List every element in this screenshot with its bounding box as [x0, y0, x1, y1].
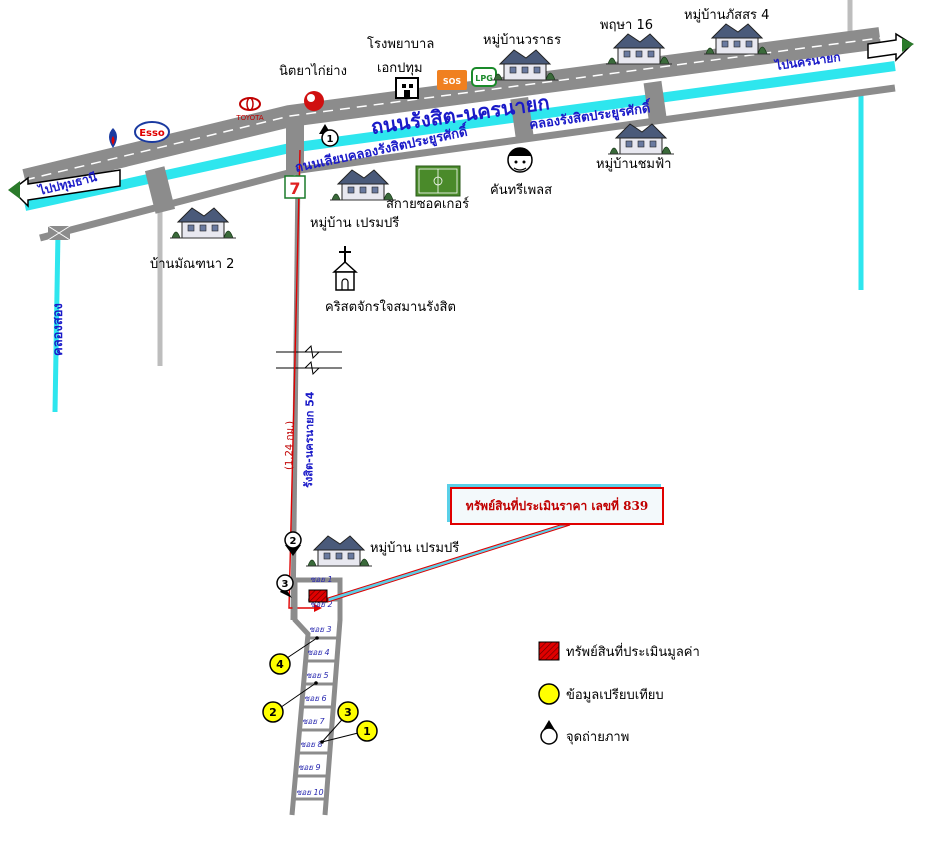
comparable-3: 3	[337, 701, 359, 723]
soi-label: ซอย 7	[302, 717, 325, 726]
soi-label: ซอย 6	[304, 694, 327, 703]
soccer-label: สกายซอคเกอร์	[386, 196, 469, 212]
soi-label: ซอย 5	[306, 671, 329, 680]
legend-property-icon	[538, 641, 560, 661]
house-prempree-top-icon	[329, 169, 397, 201]
legend-photo-icon	[540, 720, 558, 745]
soi-label: ซอย 4	[307, 648, 330, 657]
property-callout: ทรัพย์สินที่ประเมินราคา เลขที่ 839	[450, 487, 664, 525]
svg-text:4: 4	[276, 658, 284, 671]
bridge-1	[144, 166, 176, 214]
pruksa16-label: พฤษา 16	[600, 18, 653, 33]
distance-label: (1.24 กม.)	[284, 421, 296, 470]
comparable-2: 2	[262, 701, 284, 723]
svg-text:2: 2	[269, 706, 277, 719]
photo-point-2: 2	[284, 531, 302, 556]
soccer-field-icon	[415, 165, 461, 197]
prempree-bottom-label: หมู่บ้าน เปรมปรี	[370, 540, 459, 556]
svg-text:7: 7	[289, 179, 300, 198]
soi-label: ซอย 9	[298, 763, 321, 772]
soi-label: ซอย 8	[300, 740, 323, 749]
comparable-4: 4	[269, 653, 291, 675]
soi-label: ซอย 2	[310, 600, 333, 609]
bridge-2	[510, 96, 534, 140]
route-line	[288, 149, 318, 609]
soi-54-label: รังสิต-นครนายก 54	[302, 391, 317, 488]
arrow-to-pathum	[8, 169, 121, 208]
svg-text:1: 1	[327, 134, 334, 145]
warathorn-label: หมู่บ้านวราธร	[483, 33, 561, 48]
comparable-1: 1	[356, 720, 378, 742]
toyota-logo-icon: TOYOTA	[235, 97, 264, 122]
soi-label: ซอย 10	[296, 788, 324, 797]
sos-logo-icon: SOS	[437, 70, 467, 90]
svg-text:SOS: SOS	[443, 77, 462, 86]
svg-text:3: 3	[282, 579, 289, 590]
esso-logo-icon: Esso	[134, 121, 170, 143]
manthana-label: บ้านมัณฑนา 2	[150, 257, 234, 272]
svg-text:TOYOTA: TOYOTA	[235, 114, 264, 122]
house-warathorn-icon	[491, 49, 559, 81]
house-manthana-icon	[169, 207, 237, 239]
country-place-logo-icon	[507, 147, 533, 173]
house-pruksa16-icon	[605, 33, 673, 65]
soi-label: ซอย 1	[310, 575, 333, 584]
passorn4-label: หมู่บ้านภัสสร 4	[684, 8, 769, 23]
nittaya-logo-icon	[304, 91, 324, 111]
lpg-logo-icon: LPG	[471, 67, 497, 87]
house-prempree-bottom-icon	[305, 535, 373, 567]
soi-label: ซอย 3	[309, 625, 332, 634]
legend-property-label: ทรัพย์สินที่ประเมินมูลค่า	[566, 643, 700, 660]
legend: ทรัพย์สินที่ประเมินมูลค่า ข้อมูลเปรียบเท…	[538, 641, 700, 745]
svg-text:2: 2	[290, 536, 297, 547]
canal-song-label: คลองสอง	[51, 303, 66, 356]
kantree-label: คันทรีเพลส	[490, 182, 552, 198]
bridge-3	[643, 80, 667, 122]
nittaya-label: นิตยาไก่ย่าง	[279, 63, 347, 79]
hospital-icon	[395, 77, 419, 99]
chomfa-label: หมู่บ้านชมฟ้า	[596, 157, 671, 172]
ptt-logo-icon	[109, 128, 117, 148]
hospital-name-label: เอกปทุม	[377, 61, 423, 76]
prempree-top-label: หมู่บ้าน เปรมปรี	[310, 215, 399, 231]
subject-property-marker	[308, 589, 328, 603]
photo-point-1: 1	[319, 124, 339, 147]
canal-song	[52, 231, 61, 413]
church-icon	[332, 246, 358, 291]
seven-eleven-icon: 7	[284, 175, 306, 199]
photo-point-3: 3	[276, 574, 294, 598]
svg-text:3: 3	[344, 706, 352, 719]
legend-photo-label: จุดถ่ายภาพ	[566, 730, 629, 745]
church-label: คริสตจักรใจสมานรังสิต	[325, 299, 456, 315]
svg-text:LPG: LPG	[475, 74, 493, 83]
legend-comparable-icon	[538, 683, 560, 705]
svg-text:1: 1	[363, 725, 371, 738]
legend-comparable-label: ข้อมูลเปรียบเทียบ	[566, 687, 664, 703]
svg-text:Esso: Esso	[139, 128, 165, 139]
arrow-to-nakhon	[867, 32, 914, 62]
hospital-label: โรงพยาบาล	[367, 36, 434, 52]
